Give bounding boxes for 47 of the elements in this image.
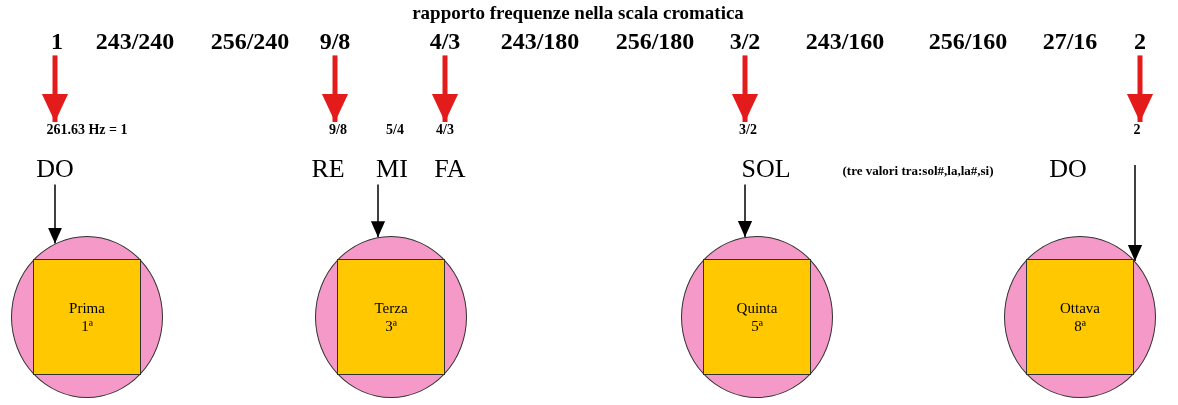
ratio-number: 256/180 (615, 28, 695, 55)
interval-label: Prima (69, 299, 105, 317)
arrow (370, 183, 386, 238)
note-name: DO (1049, 155, 1087, 184)
arrow (731, 55, 759, 122)
note-name: FA (434, 155, 466, 184)
arrow (47, 183, 63, 245)
interval-label: Terza (374, 299, 408, 317)
interval-label: 5ª (751, 317, 763, 335)
ratio-value: 2 (1133, 122, 1141, 138)
arrow (1127, 164, 1143, 262)
ratio-value: 9/8 (329, 122, 347, 138)
interval-label: 1ª (81, 317, 93, 335)
note-name: MI (376, 155, 408, 184)
interval-label: Ottava (1060, 299, 1100, 317)
interval-label: 8ª (1074, 317, 1086, 335)
scale-title: rapporto frequenze nella scala cromatica (412, 3, 744, 24)
ratio-number: 1 (51, 28, 63, 55)
interval-square (33, 259, 141, 375)
ratio-number: 3/2 (729, 28, 761, 55)
ratio-number: 243/160 (805, 28, 885, 55)
arrow (41, 55, 69, 122)
ratio-number: 2 (1134, 28, 1146, 55)
ratio-value: 5/4 (386, 122, 404, 138)
arrow (737, 183, 753, 238)
note-name: RE (311, 155, 345, 184)
interval-label: 3ª (385, 317, 397, 335)
arrow (431, 55, 459, 122)
ratio-number: 256/160 (928, 28, 1008, 55)
ratio-number: 256/240 (210, 28, 290, 55)
note-name: DO (36, 155, 74, 184)
ratio-number: 9/8 (319, 28, 351, 55)
interval-square (1026, 259, 1134, 375)
ratio-number: 243/240 (95, 28, 175, 55)
ratio-number: 4/3 (429, 28, 461, 55)
note-note: (tre valori tra:sol#,la,la#,si) (842, 164, 994, 179)
ratio-number: 243/180 (500, 28, 580, 55)
ratio-value: 4/3 (436, 122, 454, 138)
arrow (1126, 55, 1154, 122)
interval-label: Quinta (736, 299, 778, 317)
frequency-value: 261.63 Hz = 1 (46, 122, 128, 138)
ratio-value: 3/2 (739, 122, 757, 138)
note-name: SOL (741, 155, 791, 184)
interval-square (703, 259, 811, 375)
arrow (321, 55, 349, 122)
ratio-number: 27/16 (1042, 28, 1098, 55)
interval-square (337, 259, 445, 375)
